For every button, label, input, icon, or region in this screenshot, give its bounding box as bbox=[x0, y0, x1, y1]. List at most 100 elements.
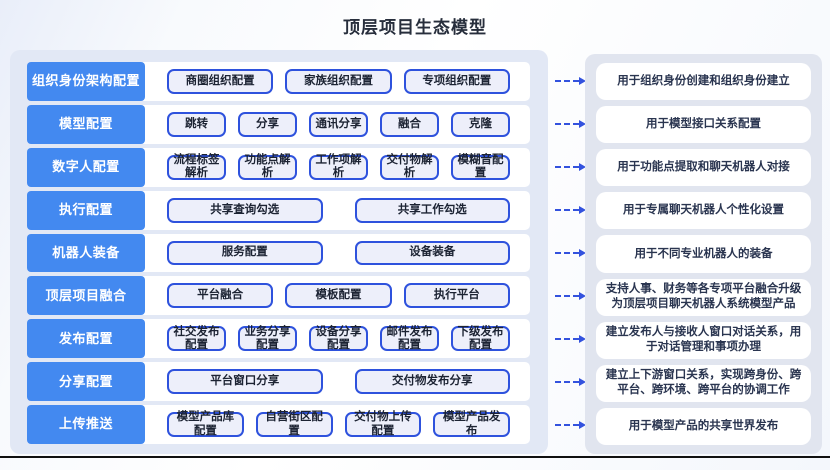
config-chip: 跳转 bbox=[167, 111, 226, 137]
arrow-cell bbox=[545, 191, 588, 230]
config-chip: 设备装备 bbox=[354, 240, 510, 266]
config-chip: 设备分享配置 bbox=[309, 326, 368, 352]
config-chip: 功能点解析 bbox=[238, 154, 297, 180]
config-chip: 通讯分享 bbox=[309, 111, 368, 137]
config-chip: 平台融合 bbox=[167, 283, 274, 309]
arrow-cell bbox=[545, 234, 588, 273]
row-header: 组织身份架构配置 bbox=[27, 62, 145, 101]
arrow-cell bbox=[545, 62, 588, 101]
row-buttons: 共享查询勾选 共享工作勾选 bbox=[145, 191, 530, 230]
config-chip: 社交发布配置 bbox=[167, 326, 226, 352]
arrows-column bbox=[545, 62, 588, 444]
row-buttons: 平台融合模板配置执行平台 bbox=[145, 276, 530, 315]
description-text: 用于模型接口关系配置 bbox=[646, 118, 761, 131]
arrow-cell bbox=[545, 405, 588, 444]
arrow-cell bbox=[545, 362, 588, 401]
description-box: 用于模型接口关系配置 bbox=[596, 106, 811, 144]
description-text: 用于功能点提取和聊天机器人对接 bbox=[617, 161, 790, 174]
row-header: 分享配置 bbox=[27, 362, 145, 402]
description-list: 用于组织身份创建和组织身份建立 用于模型接口关系配置 用于功能点提取和聊天机器人… bbox=[596, 63, 811, 445]
description-box: 用于功能点提取和聊天机器人对接 bbox=[596, 149, 811, 187]
arrow-cell bbox=[545, 105, 588, 144]
row-header: 模型配置 bbox=[27, 104, 145, 144]
dashed-arrow-icon bbox=[554, 377, 586, 386]
row-buttons: 社交发布配置业务分享配置设备分享配置邮件发布配置下级发布配置 bbox=[145, 319, 530, 358]
config-chip: 交付物解析 bbox=[380, 154, 439, 180]
description-text: 用于专属聊天机器人个性化设置 bbox=[623, 204, 784, 217]
row-buttons: 模型产品库配置自营街区配置交付物上传配置模型产品发布 bbox=[145, 405, 530, 444]
row-header: 上传推送 bbox=[27, 405, 145, 445]
row-header: 数字人配置 bbox=[27, 147, 145, 187]
config-row: 执行配置 共享查询勾选 共享工作勾选 bbox=[27, 190, 530, 230]
description-box: 建立发布人与接收人窗口对话关系，用于对话管理和事项办理 bbox=[596, 321, 811, 359]
config-row: 发布配置 社交发布配置业务分享配置设备分享配置邮件发布配置下级发布配置 bbox=[27, 319, 530, 359]
description-text: 用于不同专业机器人的装备 bbox=[634, 247, 773, 260]
description-box: 用于组织身份创建和组织身份建立 bbox=[596, 63, 811, 101]
config-chip: 模型产品发布 bbox=[433, 411, 510, 438]
config-chip: 流程标签解析 bbox=[167, 154, 226, 180]
config-chip: 专项组织配置 bbox=[403, 69, 510, 94]
config-row: 机器人装备 服务配置设备装备 bbox=[27, 233, 530, 273]
description-text: 用于模型产品的共享世界发布 bbox=[628, 419, 779, 432]
description-box: 支持人事、财务等各专项平台融合升级为顶层项目聊天机器人系统模型产品 bbox=[596, 278, 811, 316]
dashed-arrow-icon bbox=[554, 291, 586, 300]
dashed-arrow-icon bbox=[554, 163, 586, 172]
config-row: 顶层项目融合 平台融合模板配置执行平台 bbox=[27, 276, 530, 316]
config-row: 分享配置 平台窗口分享 交付物发布分享 bbox=[27, 362, 530, 402]
bottom-divider bbox=[0, 456, 830, 458]
row-buttons: 跳转分享通讯分享融合克隆 bbox=[145, 105, 530, 144]
diagram-title: 顶层项目生态模型 bbox=[343, 18, 487, 37]
config-chip: 模糊音配置 bbox=[451, 154, 510, 180]
config-chip: 邮件发布配置 bbox=[380, 326, 439, 352]
dashed-arrow-icon bbox=[554, 77, 586, 86]
description-box: 用于专属聊天机器人个性化设置 bbox=[596, 192, 811, 230]
config-chip: 分享 bbox=[238, 111, 297, 137]
config-chip: 共享查询勾选 bbox=[167, 197, 323, 223]
config-chip: 业务分享配置 bbox=[238, 326, 297, 352]
config-chip: 克隆 bbox=[451, 111, 510, 137]
row-header: 顶层项目融合 bbox=[27, 276, 145, 316]
config-row: 模型配置 跳转分享通讯分享融合克隆 bbox=[27, 104, 530, 144]
config-chip: 共享工作勾选 bbox=[354, 197, 510, 223]
description-box: 用于不同专业机器人的装备 bbox=[596, 235, 811, 273]
description-panel: 用于组织身份创建和组织身份建立 用于模型接口关系配置 用于功能点提取和聊天机器人… bbox=[585, 54, 822, 454]
row-buttons: 商圈组织配置家族组织配置专项组织配置 bbox=[145, 62, 530, 101]
dashed-arrow-icon bbox=[554, 334, 586, 343]
config-row: 上传推送 模型产品库配置自营街区配置交付物上传配置模型产品发布 bbox=[27, 405, 530, 445]
config-row: 数字人配置 流程标签解析功能点解析工作项解析交付物解析模糊音配置 bbox=[27, 147, 530, 187]
arrow-cell bbox=[545, 276, 588, 315]
config-row: 组织身份架构配置 商圈组织配置家族组织配置专项组织配置 bbox=[27, 62, 530, 101]
config-chip: 服务配置 bbox=[167, 240, 323, 266]
config-chip: 执行平台 bbox=[403, 283, 510, 309]
arrow-cell bbox=[545, 148, 588, 187]
config-rows: 组织身份架构配置 商圈组织配置家族组织配置专项组织配置 模型配置 跳转分享通讯分… bbox=[27, 62, 530, 445]
description-text: 支持人事、财务等各专项平台融合升级为顶层项目聊天机器人系统模型产品 bbox=[605, 283, 802, 311]
arrow-cell bbox=[545, 319, 588, 358]
config-panel: 组织身份架构配置 商圈组织配置家族组织配置专项组织配置 模型配置 跳转分享通讯分… bbox=[10, 50, 548, 454]
description-text: 用于组织身份创建和组织身份建立 bbox=[617, 75, 790, 88]
dashed-arrow-icon bbox=[554, 120, 586, 129]
config-chip: 融合 bbox=[380, 111, 439, 137]
config-chip: 模型产品库配置 bbox=[167, 411, 244, 438]
dashed-arrow-icon bbox=[554, 420, 586, 429]
config-chip: 平台窗口分享 bbox=[167, 369, 323, 395]
row-buttons: 流程标签解析功能点解析工作项解析交付物解析模糊音配置 bbox=[145, 148, 530, 187]
dashed-arrow-icon bbox=[554, 249, 586, 257]
row-buttons: 平台窗口分享 交付物发布分享 bbox=[145, 362, 530, 401]
description-text: 建立发布人与接收人窗口对话关系，用于对话管理和事项办理 bbox=[605, 326, 802, 354]
config-chip: 商圈组织配置 bbox=[167, 69, 274, 94]
config-chip: 自营街区配置 bbox=[255, 411, 333, 438]
config-chip: 交付物发布分享 bbox=[354, 369, 510, 395]
row-header: 发布配置 bbox=[27, 319, 145, 359]
description-box: 建立上下游窗口关系，实现跨身份、跨平台、跨环境、跨平台的协调工作 bbox=[596, 364, 811, 402]
description-box: 用于模型产品的共享世界发布 bbox=[596, 407, 811, 445]
config-chip: 下级发布配置 bbox=[451, 326, 510, 352]
row-buttons: 服务配置 设备装备 bbox=[145, 234, 530, 273]
config-chip: 工作项解析 bbox=[309, 154, 368, 180]
row-header: 执行配置 bbox=[27, 190, 145, 230]
dashed-arrow-icon bbox=[554, 206, 586, 215]
config-chip: 家族组织配置 bbox=[285, 69, 392, 94]
config-chip: 模板配置 bbox=[285, 283, 392, 309]
config-chip: 交付物上传配置 bbox=[344, 411, 422, 438]
description-text: 建立上下游窗口关系，实现跨身份、跨平台、跨环境、跨平台的协调工作 bbox=[605, 369, 802, 397]
